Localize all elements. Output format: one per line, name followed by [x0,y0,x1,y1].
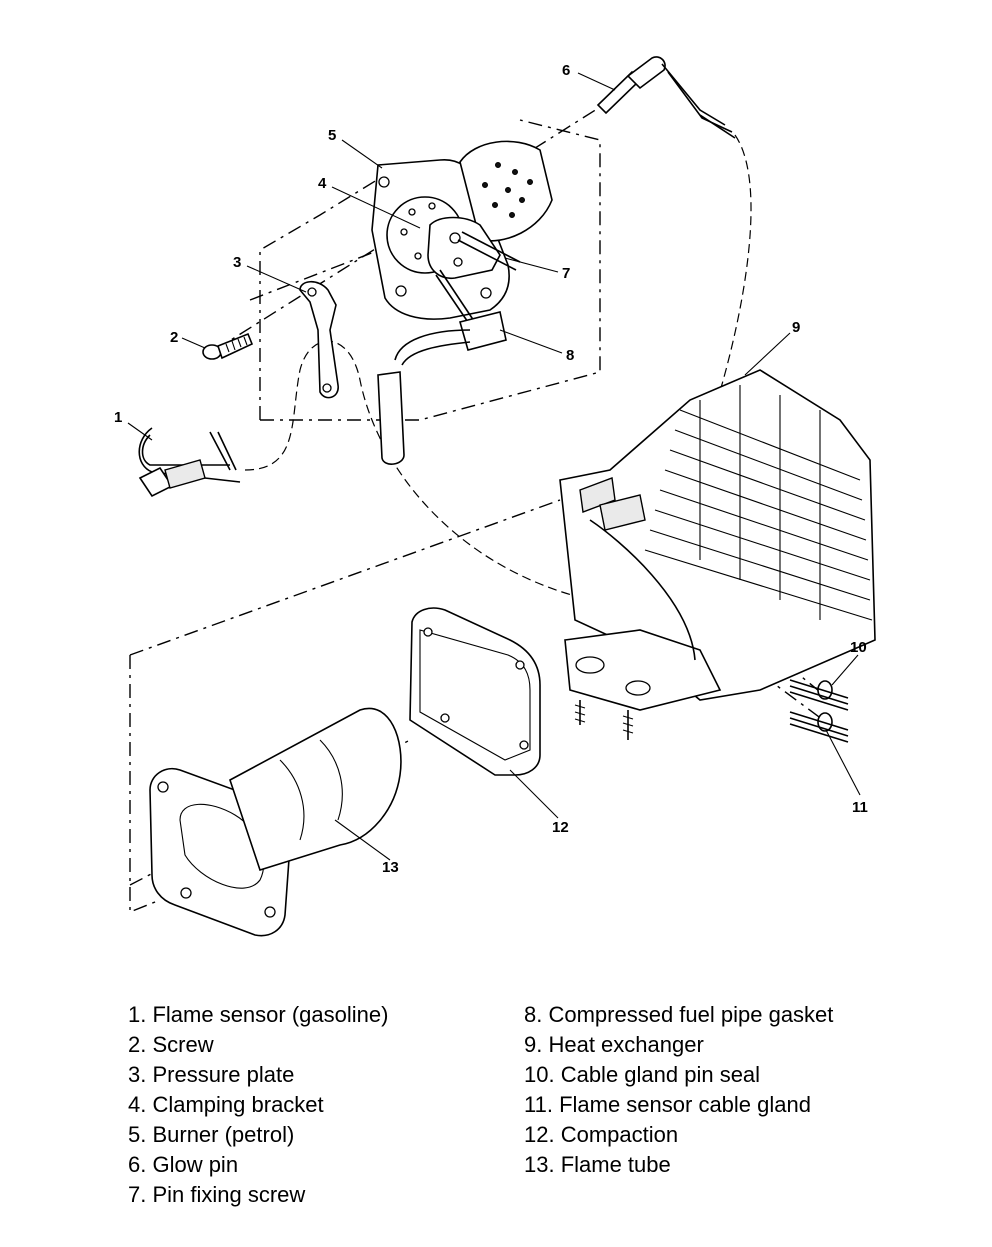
callout-2: 2 [170,329,178,346]
flame-tube-part [149,707,402,937]
clamping-bracket-part [427,216,501,280]
legend-item: 4. Clamping bracket [128,1092,324,1117]
legend-item: 7. Pin fixing screw [128,1182,306,1207]
legend-item: 3. Pressure plate [128,1062,295,1087]
legend-item: 10. Cable gland pin seal [524,1062,761,1087]
callout-1: 1 [114,409,122,426]
legend-item: 12. Compaction [524,1122,679,1147]
glow-pin-part [596,56,736,139]
callout-5: 5 [328,127,336,144]
pressure-plate-part [299,280,339,399]
legend-column-right: 8. Compressed fuel pipe gasket 9. Heat e… [524,1000,833,1180]
flame-sensor-part [138,427,241,498]
heat-exchanger-part [559,369,876,740]
callout-10: 10 [850,639,867,656]
screw-part [202,332,254,360]
callout-3: 3 [233,254,241,271]
callout-6: 6 [562,62,570,79]
legend-item: 8. Compressed fuel pipe gasket [524,1002,834,1027]
callout-13: 13 [382,859,399,876]
fuel-pipe-gasket-part [377,269,507,465]
legend-item: 2. Screw [128,1032,214,1057]
legend-item: 1. Flame sensor (gasoline) [128,1002,389,1027]
pin-fixing-screw-part [457,231,521,271]
legend-item: 9. Heat exchanger [524,1032,704,1057]
callout-12: 12 [552,819,569,836]
callout-4: 4 [318,175,327,192]
flame-sensor-cable-gland-part [789,711,849,743]
callout-11: 11 [852,799,868,816]
callout-8: 8 [566,347,574,364]
legend-item: 6. Glow pin [128,1152,239,1177]
exploded-view-diagram: 1 2 3 4 5 6 7 8 9 10 11 12 13 [114,56,876,937]
callout-7: 7 [562,265,570,282]
cable-gland-pin-seal-part [789,679,849,711]
leader-lines [127,72,861,861]
legend-item: 11. Flame sensor cable gland [524,1092,811,1117]
legend-item: 5. Burner (petrol) [128,1122,295,1147]
callout-labels: 1 2 3 4 5 6 7 8 9 10 11 12 13 [114,62,868,876]
compaction-gasket-part [409,607,541,776]
legend-item: 13. Flame tube [524,1152,671,1177]
legend-column-left: 1. Flame sensor (gasoline) 2. Screw 3. P… [128,1000,388,1210]
callout-9: 9 [792,319,800,336]
parts-legend: 1. Flame sensor (gasoline) 2. Screw 3. P… [0,1000,992,1220]
